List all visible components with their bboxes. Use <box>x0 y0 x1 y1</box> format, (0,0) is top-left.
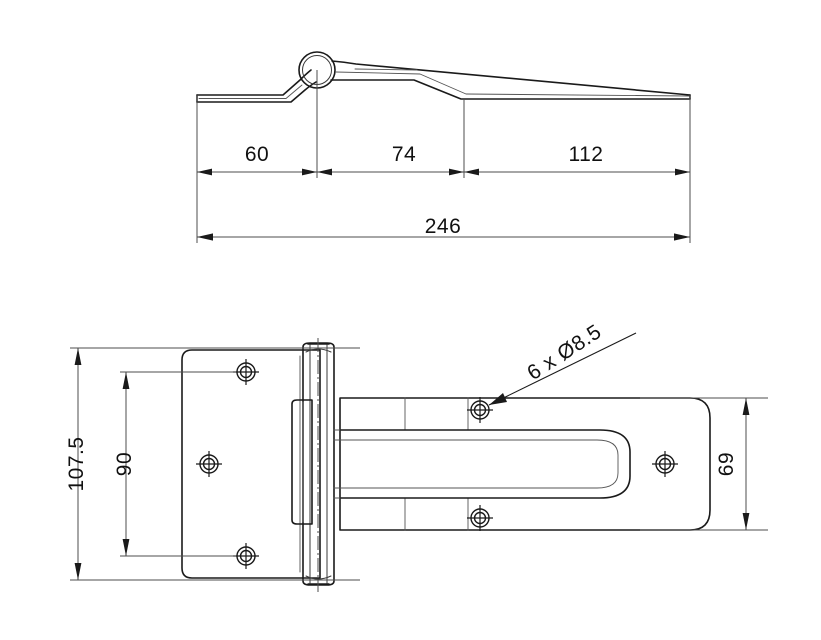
left-mounting-plate <box>181 349 321 579</box>
dimension-69: 69 <box>715 452 738 476</box>
dimension-112: 112 <box>569 143 604 166</box>
leaf-slot-inner <box>339 439 619 489</box>
dimension-107-5: 107.5 <box>65 436 88 491</box>
hinge-barrel <box>302 342 335 586</box>
hole-callout-leader <box>488 332 637 406</box>
mounting-hole <box>467 397 493 423</box>
hole-callout-label: 6 x Ø8.5 <box>523 320 605 385</box>
leaf-slot-outer <box>339 429 631 499</box>
plan-view: 6 x Ø8.5 107.5 90 69 <box>65 320 768 592</box>
side-profile-view: 60 74 112 246 <box>196 51 691 243</box>
mounting-hole <box>467 505 493 531</box>
centre-knuckle-lug-left <box>291 399 313 525</box>
dimension-74: 74 <box>392 143 416 166</box>
mounting-hole <box>652 451 678 477</box>
dimension-90: 90 <box>113 452 136 476</box>
mounting-hole <box>196 451 222 477</box>
dimension-246: 246 <box>425 215 462 238</box>
mounting-hole <box>233 543 259 569</box>
dimension-60: 60 <box>245 143 269 166</box>
mounting-hole <box>233 359 259 385</box>
